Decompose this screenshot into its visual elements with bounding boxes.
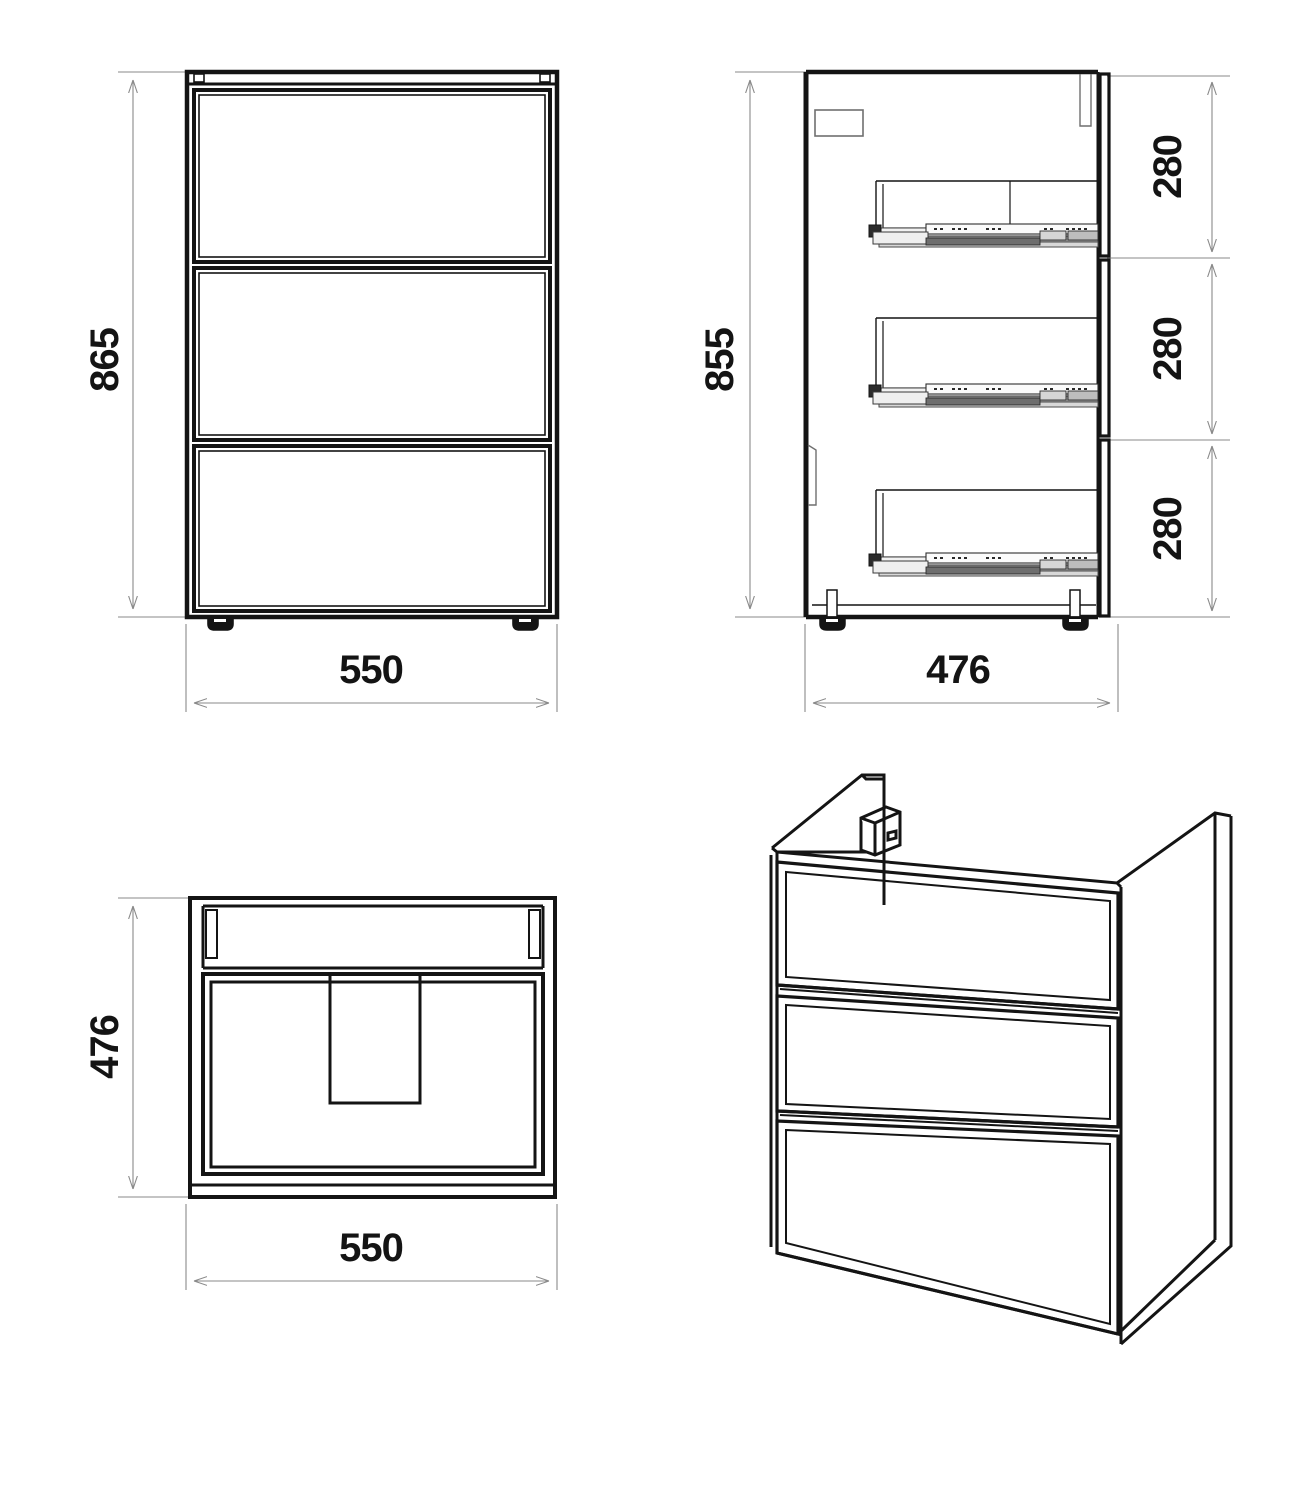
- side-dimension-lines: [735, 71, 1230, 712]
- top-plan-cutout: [328, 974, 422, 1105]
- top-depth-dimension-label: 476: [83, 1015, 127, 1079]
- top-plan-inner-carcass: [201, 972, 545, 1176]
- iso-drawer-front-2: [775, 994, 1120, 1132]
- side-drawer-assembly-2: [868, 317, 1099, 408]
- top-plan-outline: [188, 896, 557, 1199]
- side-drawer-3-height-label: 280: [1146, 497, 1190, 561]
- front-height-dimension-label: 865: [83, 327, 127, 391]
- side-drawer-front-3: [1098, 438, 1111, 618]
- front-foot-right: [512, 616, 539, 631]
- front-drawer-1: [192, 88, 552, 264]
- top-dimension-lines: [118, 897, 558, 1290]
- top-plan-rail-band: [201, 904, 545, 970]
- side-hanging-bracket: [1079, 74, 1092, 127]
- view-side-section: 855 476 280 280 280: [698, 69, 1230, 712]
- side-drawer-1-height-label: 280: [1146, 135, 1190, 199]
- side-carcass: [803, 69, 1100, 620]
- front-foot-left: [207, 616, 234, 631]
- front-width-dimension-label: 550: [339, 648, 403, 692]
- side-foot-left: [819, 589, 846, 631]
- view-isometric: [769, 773, 1233, 1346]
- iso-drawer-front-1: [775, 860, 1120, 1014]
- side-drawer-assembly-1: [868, 180, 1099, 248]
- top-width-dimension-label: 550: [339, 1226, 403, 1270]
- iso-right-side-panel: [1119, 816, 1233, 1346]
- front-cabinet-body: [184, 69, 560, 620]
- front-drawer-3: [192, 444, 552, 613]
- side-drawer-assembly-3: [868, 489, 1099, 577]
- side-drawer-front-2: [1098, 258, 1111, 438]
- iso-top-deck: [776, 811, 1232, 889]
- side-depth-dimension-label: 476: [926, 648, 990, 692]
- side-label-plate: [814, 109, 864, 137]
- side-height-dimension-label: 855: [698, 327, 742, 391]
- side-drawer-front-1: [1098, 72, 1111, 258]
- front-dimension-lines: [118, 71, 558, 712]
- side-drawer-2-height-label: 280: [1146, 317, 1190, 381]
- view-front-elevation: 865 550: [83, 69, 560, 712]
- view-top-plan: 476 550: [83, 896, 558, 1290]
- iso-wall-hanger-bracket: [859, 805, 902, 857]
- side-rail-detail: [807, 444, 817, 506]
- side-foot-right: [1062, 589, 1089, 631]
- iso-drawer-front-3: [775, 1119, 1120, 1337]
- front-drawer-2: [192, 266, 552, 442]
